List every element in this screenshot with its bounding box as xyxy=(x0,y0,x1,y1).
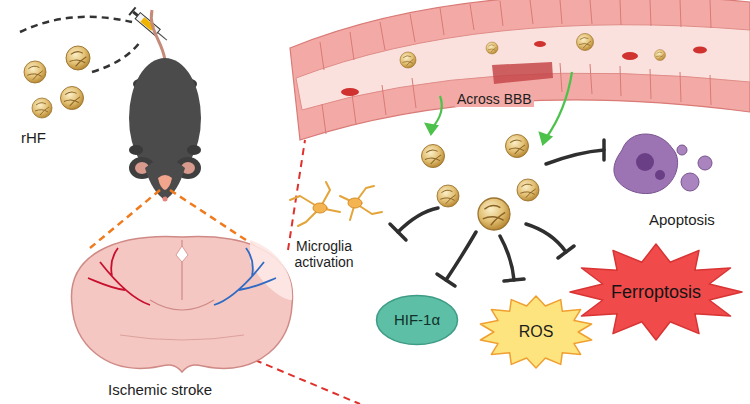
effect-label: Microglia activation xyxy=(276,238,372,270)
barrier-label: Across BBB xyxy=(455,91,534,107)
syringe xyxy=(128,7,170,44)
target-star: Ferroptosis xyxy=(568,242,744,342)
node-text: ROS xyxy=(477,323,595,341)
inhibition-line xyxy=(390,140,604,286)
node-text: HIF-1α xyxy=(375,311,459,328)
nanoparticle-cluster xyxy=(422,135,540,231)
blood-vessel xyxy=(290,0,750,140)
agent-label: rHF xyxy=(21,129,46,146)
effect-label: Apoptosis xyxy=(649,211,715,228)
transport-arrow xyxy=(426,72,572,144)
target-ellipse: HIF-1α xyxy=(375,294,459,346)
model-label: Ischemic stroke xyxy=(108,381,212,398)
target-burst: ROS xyxy=(477,294,595,370)
brain-slice xyxy=(72,237,293,372)
node-text: Ferroptosis xyxy=(568,282,744,303)
apoptotic-cell xyxy=(614,134,712,194)
microglia xyxy=(290,182,382,226)
nanoparticle-group xyxy=(20,17,140,118)
mouse xyxy=(129,10,201,202)
